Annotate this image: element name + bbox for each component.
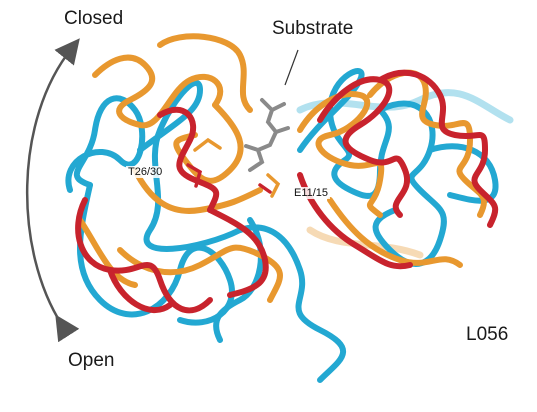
open-closed-arrow (26, 38, 80, 343)
residue-sidechains (186, 137, 281, 198)
model-label: L056 (466, 324, 509, 345)
chain-red (75, 69, 499, 314)
substrate-molecule (244, 98, 290, 172)
substrate-pointer-line (284, 49, 299, 86)
chain-blue (65, 68, 499, 383)
residue-t26-30-label: T26/30 (126, 166, 165, 178)
closed-label: Closed (64, 8, 124, 29)
residue-e11-15-label: E11/15 (292, 187, 331, 199)
substrate-label: Substrate (272, 18, 354, 39)
open-label: Open (68, 350, 115, 371)
